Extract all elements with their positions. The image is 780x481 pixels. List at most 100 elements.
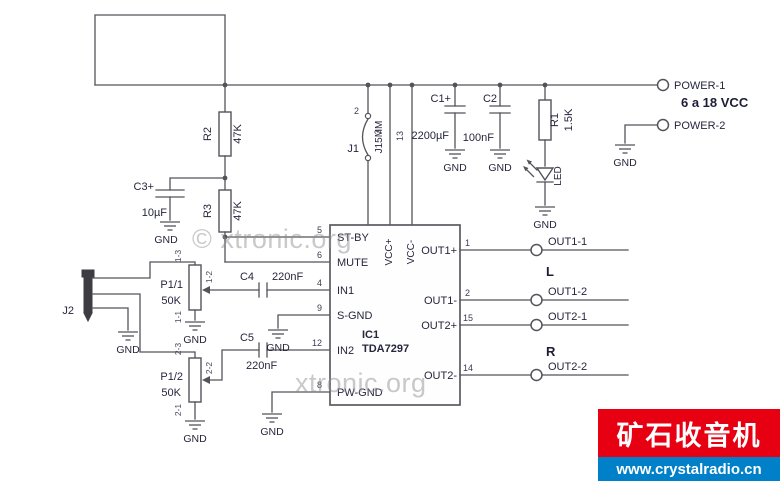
gnd-label-j2: GND — [116, 344, 140, 356]
pin-num-mute: 6 — [317, 250, 322, 260]
led-triangle — [535, 167, 555, 182]
out1-1-terminal — [530, 243, 543, 257]
p1-2-pin-wiper: 2-2 — [204, 362, 214, 375]
gnd-symbol-c2 — [489, 149, 511, 159]
p1-2-pin-bottom: 2-1 — [173, 404, 183, 417]
c3-ref: C3+ — [134, 181, 155, 193]
ic-pin-vccn: VCC- — [406, 240, 417, 264]
c2-value: 100nF — [463, 132, 494, 144]
gnd-label-c3: GND — [154, 234, 178, 246]
gnd-label-led: GND — [533, 219, 557, 231]
j1-pin-top: 2 — [354, 106, 359, 116]
resistor-r3: R3 47K — [202, 189, 244, 263]
c1-value: 2200µF — [411, 130, 449, 142]
out1-2-terminal — [530, 293, 543, 307]
p1-1-pin-bottom: 1-1 — [173, 311, 183, 324]
gnd-label-c2: GND — [488, 162, 512, 174]
p1-2-value: 50K — [161, 387, 181, 399]
ic-pin-mute: MUTE — [337, 257, 368, 269]
ic-pin-vccp: VCC+ — [384, 238, 395, 265]
power-terminals: POWER-1 6 a 18 VCC POWER-2 GND — [613, 78, 749, 169]
vcc-pin-wires: 3 13 — [373, 84, 413, 226]
capacitor-c4: C4 220nF — [240, 271, 331, 298]
out2-2-terminal — [530, 368, 543, 382]
r2-ref: R2 — [202, 127, 214, 141]
capacitor-c1: C1+ 2200µF GND — [411, 84, 467, 174]
output-terminals: OUT1-1 OUT1-2 OUT2-1 OUT2-2 L R — [459, 236, 629, 382]
ic-pin-out1p: OUT1+ — [421, 245, 457, 257]
gnd-symbol-c3 — [159, 221, 181, 231]
c3-value: 10µF — [142, 207, 168, 219]
channel-left-label: L — [546, 264, 554, 279]
out1-2-label: OUT1-2 — [548, 286, 587, 298]
p1-1-ref: P1/1 — [160, 279, 183, 291]
j2-ref: J2 — [62, 305, 74, 317]
gnd-label-c1: GND — [443, 162, 467, 174]
out2-2-label: OUT2-2 — [548, 361, 587, 373]
j1-ref: J1 — [347, 143, 359, 155]
pwgnd-wire: GND — [260, 391, 331, 438]
pot-p1-1: P1/1 50K 1-3 1-2 1-1 GND — [160, 250, 260, 346]
led-label: LED — [553, 166, 564, 185]
p1-1-pin-top: 1-3 — [173, 250, 183, 263]
r1-ref: R1 — [549, 113, 561, 127]
gnd-symbol-p1-1 — [184, 321, 206, 331]
banner-url: www.crystalradio.cn — [598, 457, 780, 481]
voltage-label: 6 a 18 VCC — [681, 95, 749, 110]
power2-label: POWER-2 — [674, 120, 725, 132]
pin-num-stby: 5 — [317, 225, 322, 235]
pin-num-in2: 12 — [312, 338, 322, 348]
c5-value: 220nF — [246, 360, 277, 372]
ic-tda7297: ST-BY MUTE IN1 S-GND IN2 PW-GND OUT1+ OU… — [312, 224, 473, 406]
ic-pin-sgnd: S-GND — [337, 310, 373, 322]
out2-1-terminal — [530, 318, 543, 332]
pot-p1-2: P1/2 50K 2-3 2-2 2-1 GND — [160, 343, 260, 445]
gnd-symbol-led — [534, 206, 556, 216]
gnd-label-p1-2: GND — [183, 433, 207, 445]
j1-value: J15MM — [374, 121, 385, 154]
r2-value: 47K — [232, 124, 244, 144]
gnd-label-sgnd: GND — [266, 342, 290, 354]
gnd-label-power: GND — [613, 157, 637, 169]
ic-pin-stby: ST-BY — [337, 232, 369, 244]
capacitor-c3: C3+ 10µF GND — [134, 177, 226, 246]
jumper-j1: 2 J1 J15MM — [347, 84, 385, 226]
capacitor-c2: C2 100nF GND — [463, 84, 512, 174]
pin-num-out1p: 1 — [465, 238, 470, 248]
ic-pin-in2: IN2 — [337, 345, 354, 357]
p1-2-pin-top: 2-3 — [173, 343, 183, 356]
led-ray-arrow — [523, 166, 529, 172]
pin-num-pwgnd: 8 — [317, 380, 322, 390]
p1-2-wiper-arrow — [202, 376, 210, 384]
gnd-symbol-c1 — [444, 149, 466, 159]
stby-mute-wires — [224, 236, 331, 263]
power-rail — [94, 14, 658, 113]
r1-value: 1.5K — [563, 108, 575, 131]
ic-pin-out2n: OUT2- — [424, 370, 457, 382]
power2-terminal — [656, 118, 670, 132]
gnd-symbol-pwgnd — [261, 413, 283, 423]
gnd-label-pwgnd: GND — [260, 426, 284, 438]
r3-ref: R3 — [202, 204, 214, 218]
p1-1-wiper-arrow — [202, 286, 210, 294]
resistor-r1: R1 1.5K — [538, 84, 575, 167]
jack-j2: J2 GND — [62, 261, 196, 359]
gnd-symbol-j2 — [117, 331, 139, 341]
gnd-symbol-power — [614, 144, 636, 154]
p1-2-ref: P1/2 — [160, 371, 183, 383]
pin-num-out2n: 14 — [463, 363, 473, 373]
ic-part: TDA7297 — [362, 343, 409, 355]
jack-tip — [83, 312, 93, 323]
channel-right-label: R — [546, 344, 556, 359]
ic-pin-in1: IN1 — [337, 285, 354, 297]
vcc-pin13-num: 13 — [395, 131, 405, 141]
p1-1-value: 50K — [161, 295, 181, 307]
gnd-label-p1-1: GND — [183, 334, 207, 346]
resistor-r2: R2 47K — [202, 111, 244, 191]
crystalradio-banner: 矿石收音机 www.crystalradio.cn — [598, 409, 780, 481]
pin-num-out1n: 2 — [465, 288, 470, 298]
out2-1-label: OUT2-1 — [548, 311, 587, 323]
pin-num-sgnd: 9 — [317, 303, 322, 313]
